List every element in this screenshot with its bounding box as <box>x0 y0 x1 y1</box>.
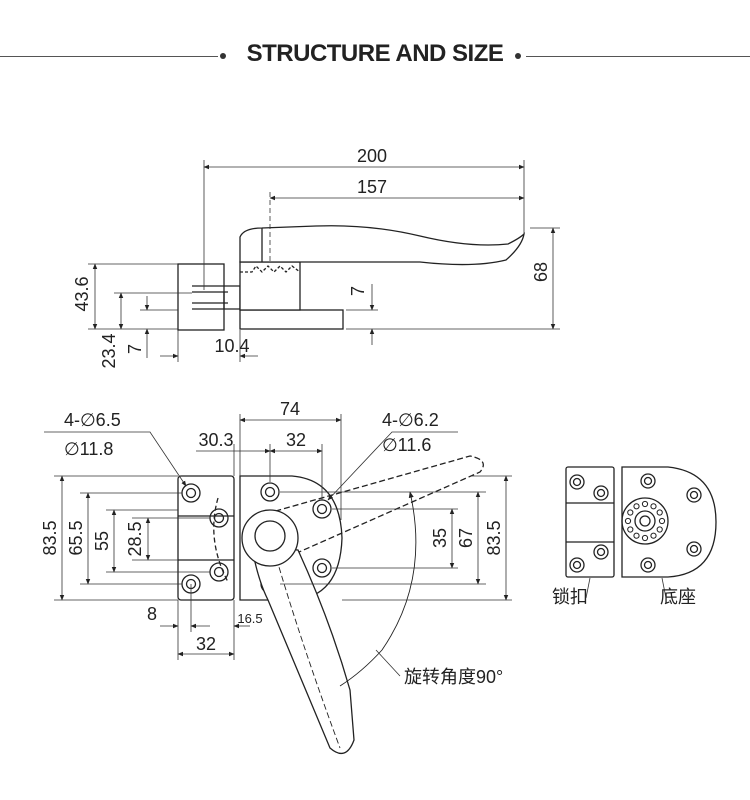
label-7-right: 7 <box>348 286 368 296</box>
part-base-hole-1-inner <box>643 476 653 486</box>
plan-handle-center-dashed <box>273 549 341 749</box>
plan-handle-rotated-dashed <box>257 455 484 557</box>
header-rule-left <box>0 56 218 57</box>
label-16-5: 16.5 <box>237 611 262 626</box>
base-hole-br <box>312 558 332 578</box>
side-catch-block <box>177 263 225 331</box>
part-base-hole-3 <box>686 541 702 557</box>
leader-base-part <box>661 577 667 599</box>
part-base-hub-bolt-circle <box>624 500 666 542</box>
label-83-5-left: 83.5 <box>40 520 60 555</box>
label-32-bottom: 32 <box>196 634 216 654</box>
part-catch-hole-2-inner <box>596 488 606 498</box>
label-30-3: 30.3 <box>198 430 233 450</box>
plan-catch-plate <box>177 475 235 601</box>
part-base-hub-center <box>639 515 651 527</box>
part-catch-hole-1-inner <box>572 477 582 487</box>
header-dot-right <box>515 53 521 59</box>
label-35: 35 <box>430 528 450 548</box>
part-base <box>621 466 717 578</box>
part-base-hole-4 <box>640 557 656 573</box>
label-base-counterbore: ∅11.6 <box>382 435 431 455</box>
label-200: 200 <box>357 146 387 166</box>
part-catch <box>565 466 615 578</box>
part-leaders <box>585 577 667 599</box>
label-10-4: 10.4 <box>214 336 249 356</box>
part-catch-hole-3-inner <box>596 547 606 557</box>
label-base-part: 底座 <box>660 587 696 607</box>
label-catch-holes: 4-∅6.5 <box>64 410 121 430</box>
plan-hub-inner <box>254 520 286 552</box>
side-hub-teeth <box>240 264 301 273</box>
label-rotation: 旋转角度90° <box>404 667 503 687</box>
header-dot-left <box>220 53 226 59</box>
part-views <box>565 466 717 578</box>
part-base-hole-2-inner <box>689 490 699 500</box>
label-28-5: 28.5 <box>125 521 145 556</box>
part-catch-hole-4-inner <box>572 560 582 570</box>
plan-handle <box>251 547 355 755</box>
label-base-holes: 4-∅6.2 <box>382 410 439 430</box>
leader-base-holes <box>327 431 458 501</box>
plan-view-dimensions <box>44 414 512 677</box>
part-catch-hole-2 <box>593 485 609 501</box>
catch-hole-tl-inner <box>185 487 197 499</box>
label-65-5: 65.5 <box>66 520 86 555</box>
rotation-arc <box>339 491 417 687</box>
part-catch-hole-1 <box>569 474 585 490</box>
label-catch-part: 锁扣 <box>552 587 588 607</box>
part-base-hub-outer <box>621 497 669 545</box>
label-catch-counterbore: ∅11.8 <box>64 439 113 459</box>
plan-view <box>177 455 484 755</box>
label-55: 55 <box>92 531 112 551</box>
leader-catch-holes <box>44 431 187 487</box>
label-32-top: 32 <box>286 430 306 450</box>
label-74: 74 <box>280 399 300 419</box>
leader-rotation <box>375 649 401 677</box>
part-catch-hole-3 <box>593 544 609 560</box>
side-view-labels: 200 157 68 7 43.6 23.4 7 10.4 <box>72 146 551 369</box>
part-base-hole-1 <box>640 473 656 489</box>
plan-hub-dashed-arc <box>213 497 229 583</box>
label-43-6: 43.6 <box>72 276 92 311</box>
part-base-hole-3-inner <box>689 544 699 554</box>
label-7-left: 7 <box>125 344 145 354</box>
label-23-4: 23.4 <box>99 333 119 368</box>
label-8: 8 <box>147 604 157 624</box>
side-view-dimensions <box>88 160 560 362</box>
header-rule-right <box>526 56 750 57</box>
header: STRUCTURE AND SIZE <box>0 0 750 110</box>
part-catch-hole-4 <box>569 557 585 573</box>
page-title: STRUCTURE AND SIZE <box>246 40 504 67</box>
plan-hub-outer <box>241 509 299 567</box>
part-base-hole-2 <box>686 487 702 503</box>
side-hub <box>239 261 301 311</box>
base-hole-br-inner <box>316 562 328 574</box>
label-157: 157 <box>357 177 387 197</box>
label-67: 67 <box>456 528 476 548</box>
label-83-5-right: 83.5 <box>484 520 504 555</box>
label-68: 68 <box>531 262 551 282</box>
leader-catch-part <box>585 577 591 599</box>
base-hole-tr-inner <box>316 503 328 515</box>
side-view <box>177 225 525 331</box>
part-labels: 锁扣 底座 <box>552 587 696 607</box>
part-base-hub-ring <box>634 510 656 532</box>
plan-view-labels: 4-∅6.5 ∅11.8 4-∅6.2 ∅11.6 74 30.3 32 83.… <box>40 399 504 687</box>
side-handle <box>239 225 525 266</box>
base-hole-tl-inner <box>264 486 276 498</box>
side-base-plate <box>239 309 344 330</box>
part-base-hole-4-inner <box>643 560 653 570</box>
base-hole-tl <box>260 482 280 502</box>
